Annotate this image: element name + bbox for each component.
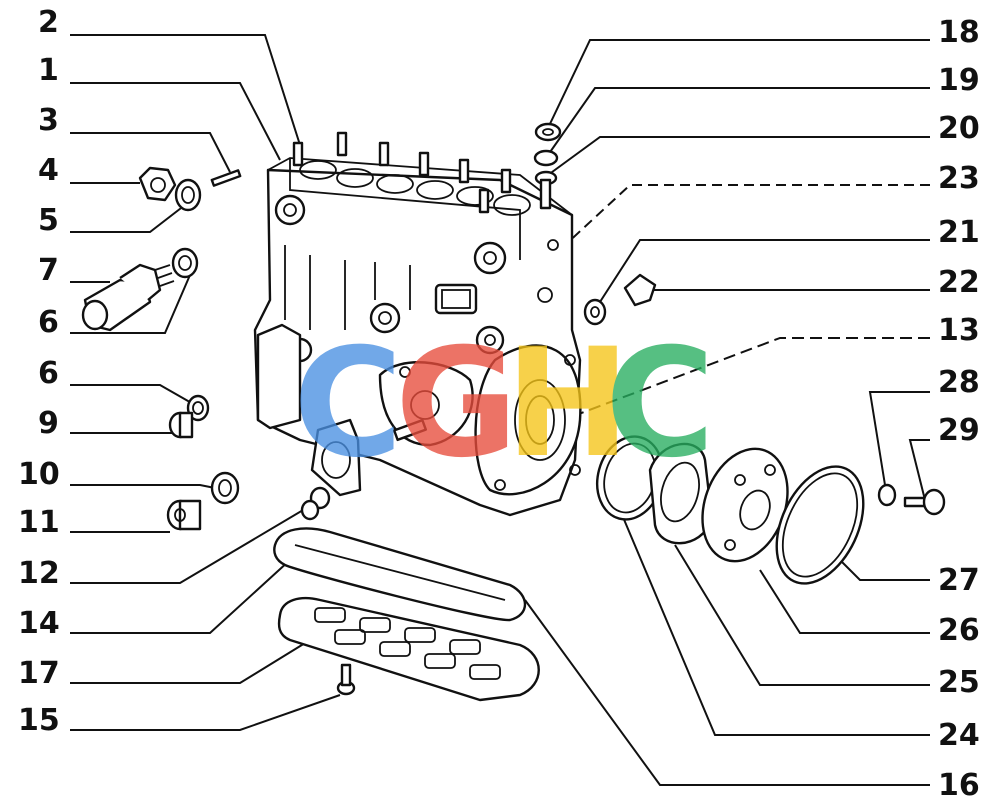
callout-22: 22	[938, 265, 980, 300]
callout-12: 12	[18, 556, 60, 591]
watermark-logo: C G H C	[293, 317, 715, 491]
part-26-disc	[701, 447, 789, 563]
part-29-bolt	[903, 488, 946, 516]
leader-2	[70, 34, 301, 146]
part-3-screw	[210, 169, 242, 187]
callout-17: 17	[18, 656, 60, 691]
callout-6b: 6	[38, 356, 59, 391]
callout-2: 2	[38, 5, 59, 40]
leader-5	[70, 204, 186, 233]
callout-4: 4	[38, 153, 59, 188]
part-5-washer	[174, 178, 202, 212]
leader-17	[70, 639, 311, 684]
part-7-valve	[81, 263, 175, 332]
callout-29: 29	[938, 413, 980, 448]
callout-27: 27	[938, 563, 980, 598]
leader-28	[868, 391, 930, 486]
leader-26	[759, 569, 930, 634]
leader-14	[70, 559, 291, 634]
watermark-letter-c1: C	[293, 317, 403, 491]
callout-21: 21	[938, 215, 980, 250]
callout-18: 18	[938, 15, 980, 50]
leader-21	[597, 239, 930, 306]
callout-16: 16	[938, 768, 980, 803]
leader-6b	[70, 384, 196, 406]
callout-1: 1	[38, 53, 59, 88]
leader-6a	[70, 274, 191, 334]
leader-16	[524, 599, 930, 786]
watermark-letter-g: G	[395, 317, 518, 491]
part-4-nut	[138, 166, 177, 202]
leader-13	[509, 337, 930, 441]
callout-13: 13	[938, 313, 980, 348]
watermark-letter-h: H	[505, 317, 631, 491]
callout-9: 9	[38, 406, 59, 441]
part-11-plug	[166, 499, 202, 531]
callout-28: 28	[938, 365, 980, 400]
leader-3	[70, 132, 231, 173]
part-14-nuts	[300, 486, 331, 521]
callout-10: 10	[18, 457, 60, 492]
callout-26: 26	[938, 613, 980, 648]
callout-labels: 2 1 3 4 5 7 6 6 9 10 11 12 14 17 15 18 1…	[18, 5, 980, 803]
callout-23: 23	[938, 161, 980, 196]
leader-20	[547, 136, 930, 176]
leader-27	[839, 559, 930, 581]
part-10-washer	[210, 471, 240, 505]
part-16-gasket	[273, 527, 527, 622]
part-17-cover	[277, 596, 540, 702]
callout-19: 19	[938, 63, 980, 98]
part-18-nut	[534, 122, 562, 142]
top-studs	[292, 131, 512, 214]
part-12-flange	[310, 418, 362, 497]
callout-25: 25	[938, 665, 980, 700]
leader-1	[70, 82, 281, 161]
part-6-washer-upper	[171, 247, 199, 279]
leader-24	[619, 509, 930, 736]
leader-29	[908, 439, 930, 501]
callout-3: 3	[38, 103, 59, 138]
callout-15: 15	[18, 703, 60, 738]
part-19-washer	[533, 149, 559, 167]
part-28-washer	[877, 483, 897, 507]
part-20-stud	[534, 170, 558, 210]
watermark-letter-c2: C	[605, 317, 715, 491]
leader-15	[70, 694, 341, 731]
callout-5: 5	[38, 203, 59, 238]
leader-lines	[70, 34, 930, 786]
callout-7: 7	[38, 253, 59, 288]
callout-24: 24	[938, 718, 980, 753]
callout-11: 11	[18, 505, 60, 540]
callout-20: 20	[938, 111, 980, 146]
part-27-seal	[775, 465, 865, 585]
part-21-washer	[583, 298, 607, 326]
part-15-screw	[336, 663, 356, 696]
callout-6a: 6	[38, 305, 59, 340]
part-22-plug	[623, 273, 657, 307]
leader-18	[547, 39, 930, 129]
leader-19	[547, 87, 930, 156]
callout-14: 14	[18, 606, 60, 641]
leader-12	[70, 499, 321, 584]
leader-10	[70, 484, 226, 491]
leader-25	[674, 544, 930, 686]
part-9-plug	[168, 411, 194, 439]
